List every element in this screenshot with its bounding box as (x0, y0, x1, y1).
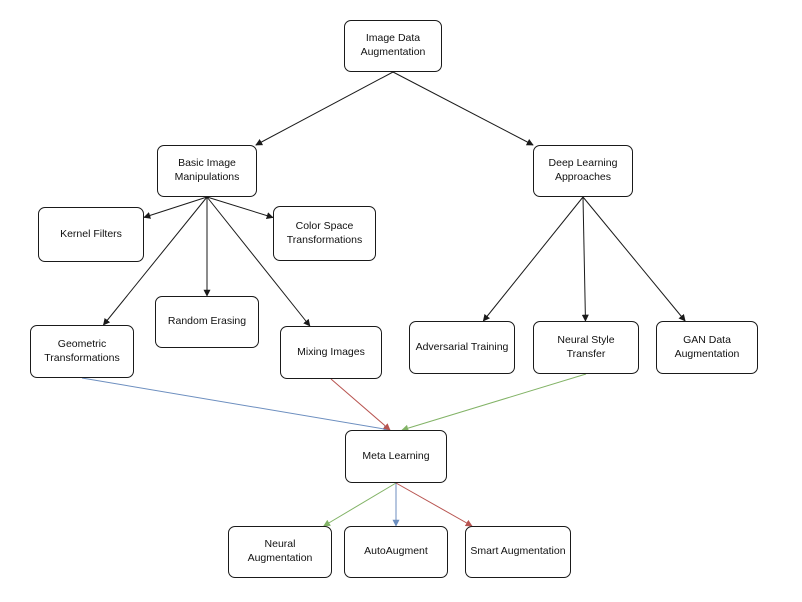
node-neural-style-transfer: Neural Style Transfer (533, 321, 639, 374)
node-meta-learning: Meta Learning (345, 430, 447, 483)
edge-geometric-to-meta (81, 377, 391, 433)
edge-meta-to-neural_aug (323, 482, 397, 527)
node-smart-augmentation: Smart Augmentation (465, 526, 571, 578)
edge-mixing-to-meta (330, 378, 391, 431)
edge-deep-to-adversarial (482, 196, 584, 322)
node-autoaugment: AutoAugment (344, 526, 448, 578)
node-neural-augmentation: Neural Augmentation (228, 526, 332, 578)
node-adversarial-training: Adversarial Training (409, 321, 515, 374)
edge-root-to-basic (255, 71, 394, 146)
edge-basic-to-kernel (143, 196, 208, 219)
edge-basic-to-color (206, 196, 274, 219)
edge-deep-to-style (581, 196, 589, 322)
edge-deep-to-gan (582, 196, 686, 322)
edge-root-to-deep (392, 71, 534, 146)
node-random-erasing: Random Erasing (155, 296, 259, 348)
edge-meta-to-smart (395, 482, 473, 527)
edge-basic-to-geometric (102, 196, 208, 326)
node-mixing-images: Mixing Images (280, 326, 382, 379)
node-kernel-filters: Kernel Filters (38, 207, 144, 262)
edge-basic-to-mixing (206, 196, 311, 327)
edge-style-to-meta (401, 373, 587, 432)
